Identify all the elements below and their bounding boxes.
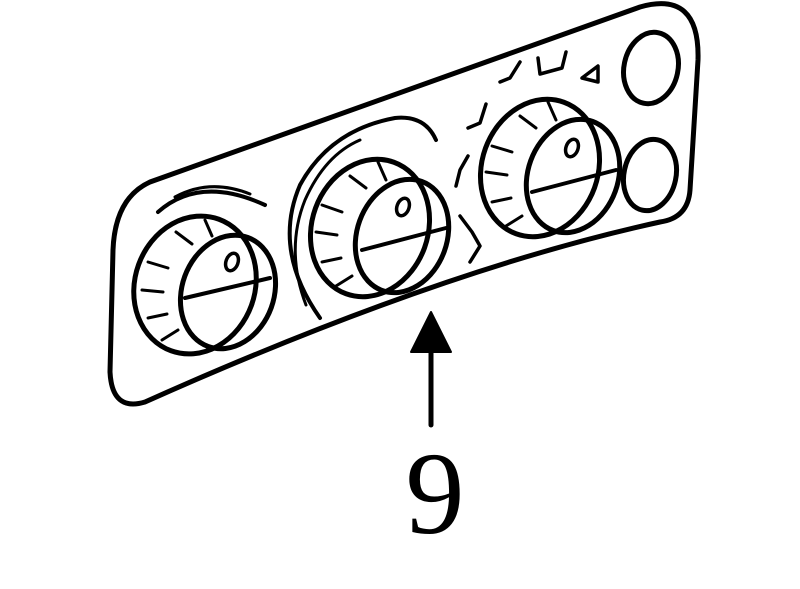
center-knob-swoosh-inner — [293, 138, 362, 307]
mode-symbol-3 — [536, 50, 568, 76]
left-knob-arc-inner — [173, 185, 252, 199]
mode-symbol-6 — [458, 214, 482, 264]
center-knob — [307, 156, 452, 300]
mode-symbol-5 — [454, 154, 470, 188]
mode-symbol-4 — [580, 64, 600, 84]
panel-bezel — [107, 1, 701, 407]
mode-symbol-1 — [466, 102, 488, 130]
callout-arrow-head — [410, 311, 452, 353]
left-knob-arc — [156, 189, 267, 214]
top-push-button — [621, 29, 681, 107]
callout-number: 9 — [405, 428, 465, 559]
right-knob — [477, 96, 623, 240]
center-knob-swoosh — [287, 115, 438, 320]
bottom-push-button — [620, 136, 680, 214]
left-knob — [131, 213, 279, 357]
mode-symbol-2 — [498, 60, 522, 84]
